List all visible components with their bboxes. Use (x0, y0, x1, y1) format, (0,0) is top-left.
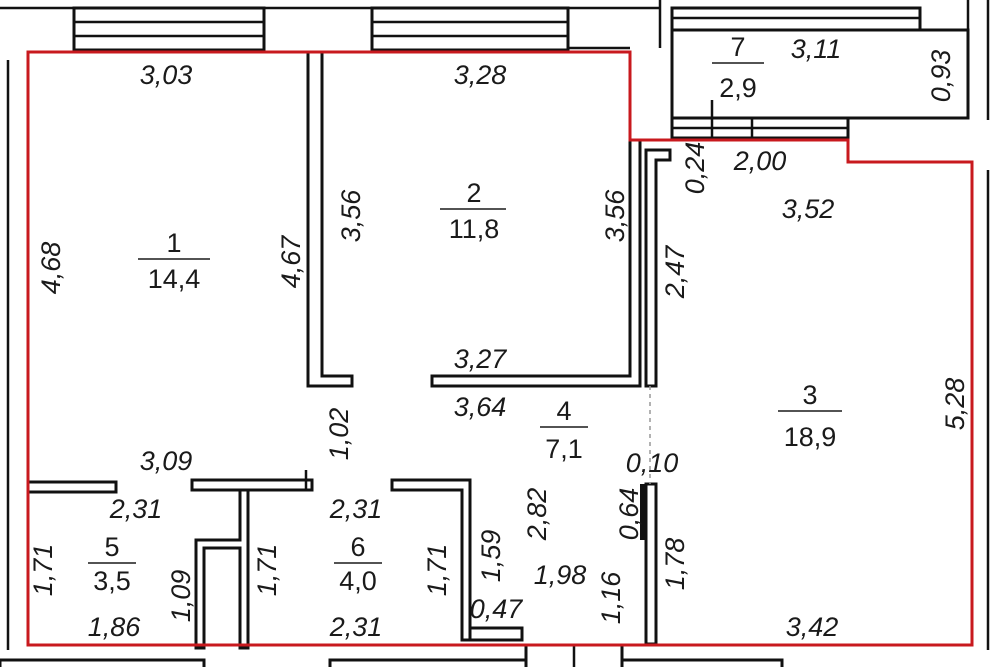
window-room1 (72, 6, 266, 52)
dim-room1-right: 4,67 (276, 235, 306, 289)
dim-partition-short: 0,64 (614, 488, 644, 541)
dim-room3-left-upper: 2,47 (660, 245, 690, 300)
room4-number: 4 (556, 396, 571, 426)
partition-6-4 (390, 478, 472, 642)
dim-room5-left: 1,71 (28, 544, 58, 597)
interior-walls (26, 50, 672, 650)
dim-hall-bottom: 1,98 (534, 560, 587, 590)
room5-area: 3,5 (93, 566, 131, 596)
room2-number: 2 (466, 178, 481, 208)
partition-2-3 (644, 148, 672, 388)
partition-stub (640, 484, 646, 540)
room6-number: 6 (350, 532, 365, 562)
bottom-wall-far (620, 658, 784, 667)
dim-room6-right: 1,71 (422, 544, 452, 597)
dim-hall-inner: 1,59 (476, 530, 506, 583)
room5-number: 5 (104, 532, 119, 562)
dim-balcony-depth: 0,93 (926, 50, 956, 103)
dim-balcony-width: 3,11 (791, 34, 842, 64)
room1-number: 1 (166, 228, 181, 258)
room4-area: 7,1 (545, 434, 583, 464)
partition-5-6 (194, 488, 250, 650)
dim-hall-door: 1,16 (596, 571, 626, 625)
room7-area: 2,9 (719, 73, 757, 103)
dim-room5-bottom: 1,86 (88, 612, 142, 642)
dim-room3-right: 5,28 (940, 378, 970, 431)
dim-room5-right: 1,09 (166, 570, 196, 623)
room2-area: 11,8 (449, 214, 500, 244)
dim-room2-left: 3,56 (336, 189, 366, 243)
dim-room6-left: 1,71 (252, 544, 282, 597)
dim-room4-top: 3,64 (454, 392, 507, 422)
dim-room3-bottom: 3,42 (786, 612, 839, 642)
window-room2 (370, 6, 570, 52)
dim-room5-top: 3,09 (140, 446, 193, 476)
dim-room6-bottom: 2,31 (329, 612, 383, 642)
partition-thin (644, 482, 658, 646)
room3-number: 3 (802, 380, 817, 410)
dim-room5-inner-top: 2,31 (109, 494, 163, 524)
dim-partition-thin: 0,10 (626, 448, 679, 478)
niche (468, 626, 524, 642)
room7-number: 7 (730, 32, 745, 62)
room1-area: 14,4 (148, 264, 201, 294)
bottom-wall-right (328, 658, 532, 667)
dim-hall-niche: 0,47 (470, 594, 524, 624)
apartment-boundary (26, 50, 974, 647)
dim-hall-depth: 2,82 (522, 488, 552, 542)
partition-5-top (26, 480, 118, 494)
dim-room2-right: 3,56 (600, 189, 630, 243)
dim-balcony-door-wall: 0,24 (680, 142, 710, 195)
dim-room2-top: 3,28 (454, 60, 507, 90)
dim-balcony-door: 2,00 (733, 146, 787, 176)
room3-area: 18,9 (784, 422, 837, 452)
partition-6-top (190, 478, 314, 492)
dim-room3-left-lower: 1,78 (660, 538, 690, 591)
dimension-labels: 3,03 4,68 4,67 3,28 3,56 3,56 3,27 3,64 … (28, 34, 970, 642)
dim-room3-top: 3,52 (782, 194, 835, 224)
dim-room6-top: 2,31 (329, 494, 383, 524)
room6-area: 4,0 (339, 566, 377, 596)
dim-room1-left: 4,68 (36, 242, 66, 295)
dim-room2-bottom: 3,27 (454, 344, 508, 374)
dim-opening: 1,02 (324, 408, 354, 461)
bottom-wall-left (0, 658, 206, 667)
room-labels: 1 14,4 2 11,8 3 18,9 4 7,1 5 3,5 6 4,0 7… (88, 32, 842, 596)
dim-room1-top: 3,03 (140, 60, 193, 90)
